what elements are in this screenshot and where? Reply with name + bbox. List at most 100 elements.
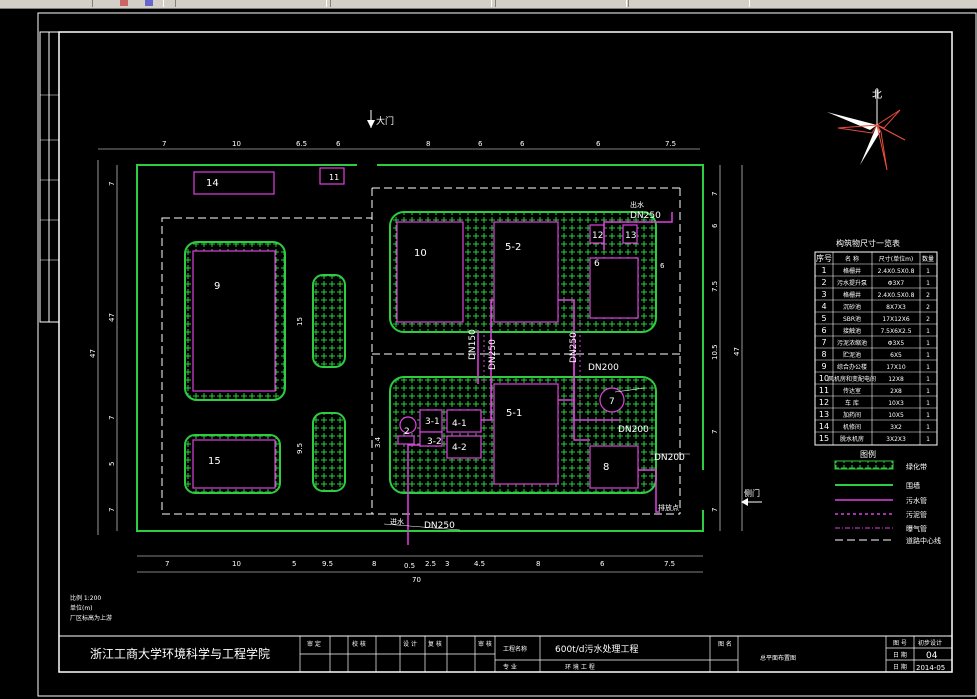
table-cell: 3 <box>821 290 826 299</box>
svg-text:9.5: 9.5 <box>322 560 333 568</box>
svg-text:6: 6 <box>478 140 483 148</box>
building-2[interactable] <box>399 416 417 434</box>
building-11[interactable] <box>319 167 345 185</box>
pipe-label-dn250-bottom: DN250 <box>424 521 455 531</box>
cad-drawing-canvas[interactable]: 9 15 14 11 10 5-2 5-1 6 12 13 8 7 2 3-1 … <box>0 8 977 699</box>
label-12: 14 <box>206 178 219 189</box>
svg-text:6: 6 <box>596 140 601 148</box>
building-5-1[interactable] <box>493 383 559 485</box>
table-cell: 1 <box>821 266 826 275</box>
green-strip-2 <box>312 412 346 492</box>
table-cell: 1 <box>926 436 930 443</box>
svg-text:日 期: 日 期 <box>893 651 907 659</box>
svg-text:总平面布置图: 总平面布置图 <box>760 654 796 662</box>
legend-title: 图例 <box>860 449 876 459</box>
svg-text:7: 7 <box>165 560 169 568</box>
svg-text:设 计: 设 计 <box>403 640 417 648</box>
lineweight-dropdown[interactable] <box>495 0 627 7</box>
label-5-2: 5-2 <box>505 242 521 253</box>
building-3-2[interactable] <box>419 431 443 447</box>
svg-text:6: 6 <box>660 262 665 270</box>
table-cell: 10 <box>819 374 829 383</box>
svg-text:47: 47 <box>108 313 116 322</box>
color-icon[interactable] <box>145 0 153 6</box>
label-7: 7 <box>609 397 615 407</box>
table-cell: 加药间 <box>843 411 861 419</box>
table-cell: 17X12X6 <box>882 316 909 323</box>
svg-text:7: 7 <box>108 508 116 512</box>
building-13[interactable] <box>192 439 276 489</box>
pipe-label-dn250-top: DN250 <box>630 211 661 221</box>
inner-border <box>58 31 953 673</box>
table-cell: 1 <box>926 328 930 335</box>
table-cell: 1 <box>926 340 930 347</box>
building-1[interactable] <box>397 435 415 445</box>
table-cell: 8X7X3 <box>886 304 906 311</box>
svg-text:0.5: 0.5 <box>404 562 415 570</box>
building-15[interactable] <box>622 224 638 244</box>
label-3-2: 3-2 <box>427 437 442 447</box>
pipe-label-dn250-right: DN250 <box>569 332 579 363</box>
svg-text:污泥管: 污泥管 <box>906 510 927 519</box>
dimension-lines <box>97 148 743 573</box>
svg-text:6: 6 <box>336 140 341 148</box>
table-cell: 4 <box>821 302 826 311</box>
layer-dropdown[interactable] <box>175 0 327 7</box>
table-title: 构筑物尺寸一览表 <box>836 238 900 248</box>
svg-text:环 境 工 程: 环 境 工 程 <box>565 663 595 671</box>
table-cell: 格栅井 <box>843 267 861 275</box>
legend-swatch-green <box>834 460 894 470</box>
building-8[interactable] <box>589 445 639 489</box>
linetype-dropdown[interactable] <box>330 0 492 7</box>
svg-text:2.5: 2.5 <box>425 560 436 568</box>
label-14: 12 <box>592 231 603 241</box>
table-cell: 1 <box>926 400 930 407</box>
table-cell: 2X8 <box>890 388 902 395</box>
table-cell: 8 <box>821 350 826 359</box>
building-4-1[interactable] <box>446 409 482 433</box>
table-cell: 3X2 <box>890 424 902 431</box>
svg-text:8: 8 <box>536 560 540 568</box>
pipe-label-dn150: DN150 <box>468 329 478 360</box>
table-cell: 12 <box>819 398 829 407</box>
table-cell: 1 <box>926 376 930 383</box>
svg-text:15: 15 <box>296 317 304 326</box>
building-5-2[interactable] <box>493 221 559 323</box>
building-12[interactable] <box>193 171 275 195</box>
table-cell: 脱水机房 <box>840 435 864 443</box>
toolbar-segment[interactable] <box>92 0 164 7</box>
legend: 图例 绿化带 围墙 污水管 污泥管 曝气管 道路中心线 <box>834 449 941 545</box>
building-7[interactable] <box>599 387 625 413</box>
plotstyle-dropdown[interactable] <box>628 0 750 7</box>
table-cell: 综合办公楼 <box>837 363 867 371</box>
dimension-text: 7 10 6.5 6 8 6 6 6 7.5 7 10 5 9.5 8 2.5 … <box>89 140 741 584</box>
table-cell: 15 <box>819 434 829 443</box>
svg-text:7.5: 7.5 <box>665 140 676 148</box>
table-cell: 1 <box>926 412 930 419</box>
inlet-label: 进水 <box>390 517 404 526</box>
table-cell: 9 <box>821 362 826 371</box>
svg-text:8: 8 <box>372 560 376 568</box>
table-header-cell: 尺寸(单位m) <box>879 255 914 263</box>
pipe-label-dn200-a: DN200 <box>588 363 619 373</box>
svg-text:10: 10 <box>232 140 241 148</box>
svg-text:侧门: 侧门 <box>744 488 760 498</box>
svg-text:比例 1:200: 比例 1:200 <box>70 594 101 602</box>
svg-text:9.5: 9.5 <box>296 443 304 454</box>
svg-text:10: 10 <box>232 560 241 568</box>
building-6[interactable] <box>589 257 639 319</box>
svg-text:7.5: 7.5 <box>711 281 719 292</box>
svg-text:8: 8 <box>426 140 430 148</box>
building-4-2[interactable] <box>446 435 482 459</box>
building-9[interactable] <box>192 250 276 392</box>
table-cell: 1 <box>926 268 930 275</box>
svg-text:污水管: 污水管 <box>906 496 927 505</box>
svg-text:日 期: 日 期 <box>893 663 907 671</box>
pipe-label-dn200-b: DN200 <box>618 425 649 435</box>
table-cell: SBR池 <box>843 315 861 323</box>
table-cell: 11 <box>819 386 829 395</box>
label-15: 13 <box>625 231 636 241</box>
building-10[interactable] <box>396 221 464 323</box>
layer-icon[interactable] <box>120 0 128 6</box>
